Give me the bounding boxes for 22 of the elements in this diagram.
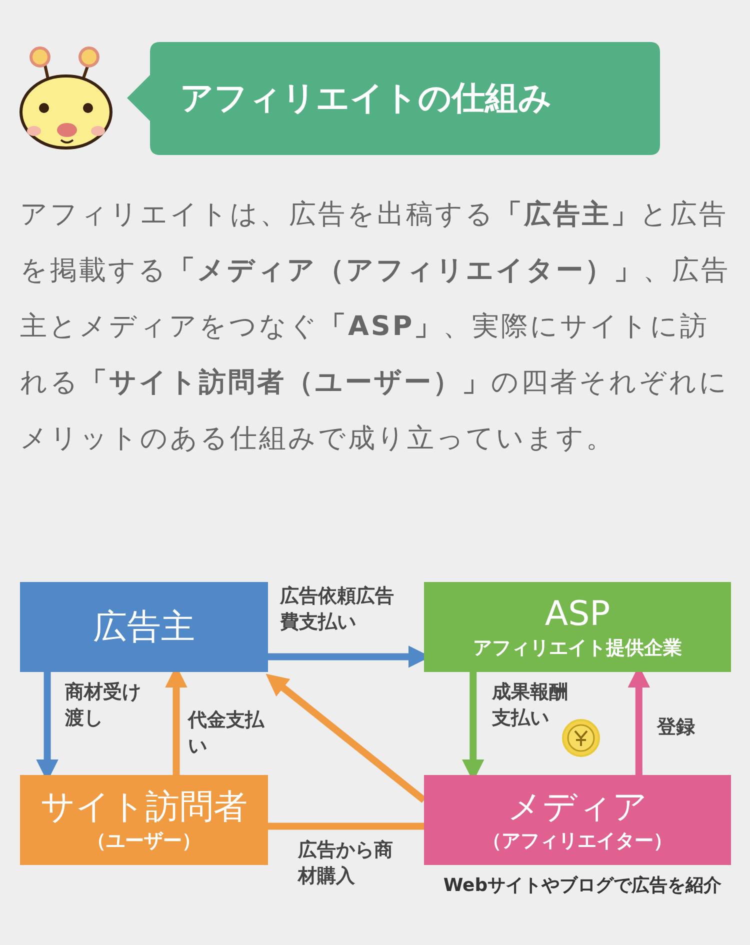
node-label: Webサイトやブログで広告を紹介: [442, 874, 723, 897]
box-subtitle: （ユーザー）: [87, 829, 201, 854]
box-title: ASP: [544, 593, 610, 635]
title: アフィリエイトの仕組み: [180, 77, 552, 119]
box-subtitle: （アフィリエイター）: [482, 829, 672, 854]
paragraph: アフィリエイトは、広告を出稿する「広告主」と広告を掲載する「メディア（アフィリエイター）」、広告主とメディアをつなぐ「ASP」、実際にサイトに訪れる「サイト訪問者（ユーザー）」の四者それぞれにメリットのある仕組みで成り立っています。: [20, 198, 731, 456]
edge-label: 登録: [657, 715, 696, 740]
box-title: サイト訪問者: [40, 786, 248, 828]
asp-box: [424, 582, 731, 672]
edge-label: 代金支払い: [188, 708, 266, 759]
visitor-box: [20, 775, 268, 865]
connector-line: [268, 822, 424, 830]
advertiser-box: [20, 582, 268, 672]
arrow: [266, 674, 426, 803]
edge-label: 広告依頼広告費支払い: [280, 584, 395, 635]
edge-label: 商材受け渡し: [65, 680, 142, 731]
edge-label: 成果報酬支払い: [492, 680, 569, 731]
media-box: [424, 775, 731, 865]
edge-label: 広告から商材購入: [298, 838, 394, 889]
box-title: 広告主: [93, 606, 195, 648]
box-subtitle: アフィリエイト提供企業: [473, 636, 682, 661]
box-title: メディア: [508, 786, 648, 828]
